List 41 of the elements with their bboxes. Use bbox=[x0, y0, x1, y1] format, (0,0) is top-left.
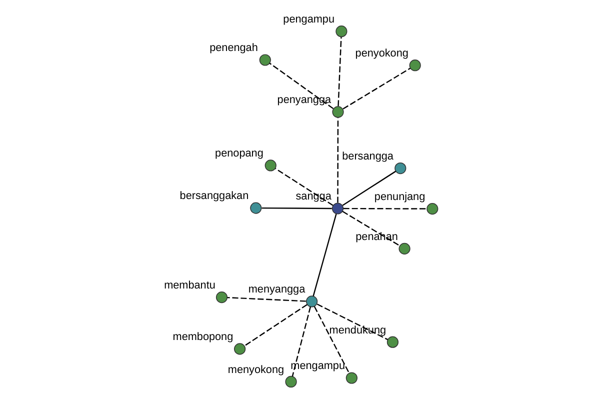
node-label: bersanggakan bbox=[179, 190, 248, 202]
connector bbox=[342, 170, 396, 206]
node-circle bbox=[332, 106, 344, 118]
connector bbox=[312, 213, 336, 296]
connector bbox=[336, 117, 338, 202]
connector bbox=[342, 207, 426, 209]
node-label: penyangga bbox=[276, 94, 331, 106]
node-circle bbox=[284, 375, 296, 388]
node-label: menyangga bbox=[248, 283, 305, 296]
node-circle bbox=[426, 202, 438, 214]
node-label: penopang bbox=[214, 147, 263, 160]
connector bbox=[337, 36, 342, 106]
node-label: membopong bbox=[172, 330, 233, 343]
node-label: pengampu bbox=[282, 13, 334, 26]
node-circle bbox=[234, 342, 246, 354]
node-circle bbox=[215, 291, 228, 303]
node-circle bbox=[335, 25, 347, 37]
connector bbox=[268, 62, 334, 109]
connector bbox=[342, 67, 410, 109]
node-label: bersangga bbox=[342, 150, 393, 162]
node-circle bbox=[386, 336, 398, 348]
node-label: penunjang bbox=[374, 190, 425, 202]
node-circle bbox=[408, 59, 420, 71]
node-label: penengah bbox=[209, 42, 258, 54]
node-circle bbox=[394, 162, 406, 174]
connector bbox=[226, 296, 306, 302]
node-circle bbox=[331, 202, 344, 214]
connector bbox=[244, 304, 307, 346]
node-circle bbox=[250, 202, 262, 214]
node-circle bbox=[306, 295, 318, 307]
connector bbox=[261, 206, 332, 209]
node-label: sangga bbox=[295, 190, 331, 202]
node-label: penyokong bbox=[354, 47, 408, 60]
node-label: menyokong bbox=[227, 363, 284, 376]
node-circle bbox=[398, 242, 410, 254]
node-label: membantu bbox=[164, 278, 215, 291]
connector bbox=[291, 306, 311, 376]
node-circle bbox=[258, 54, 270, 66]
connector bbox=[274, 168, 333, 206]
node-circle bbox=[345, 372, 357, 384]
node-circle bbox=[264, 159, 276, 171]
